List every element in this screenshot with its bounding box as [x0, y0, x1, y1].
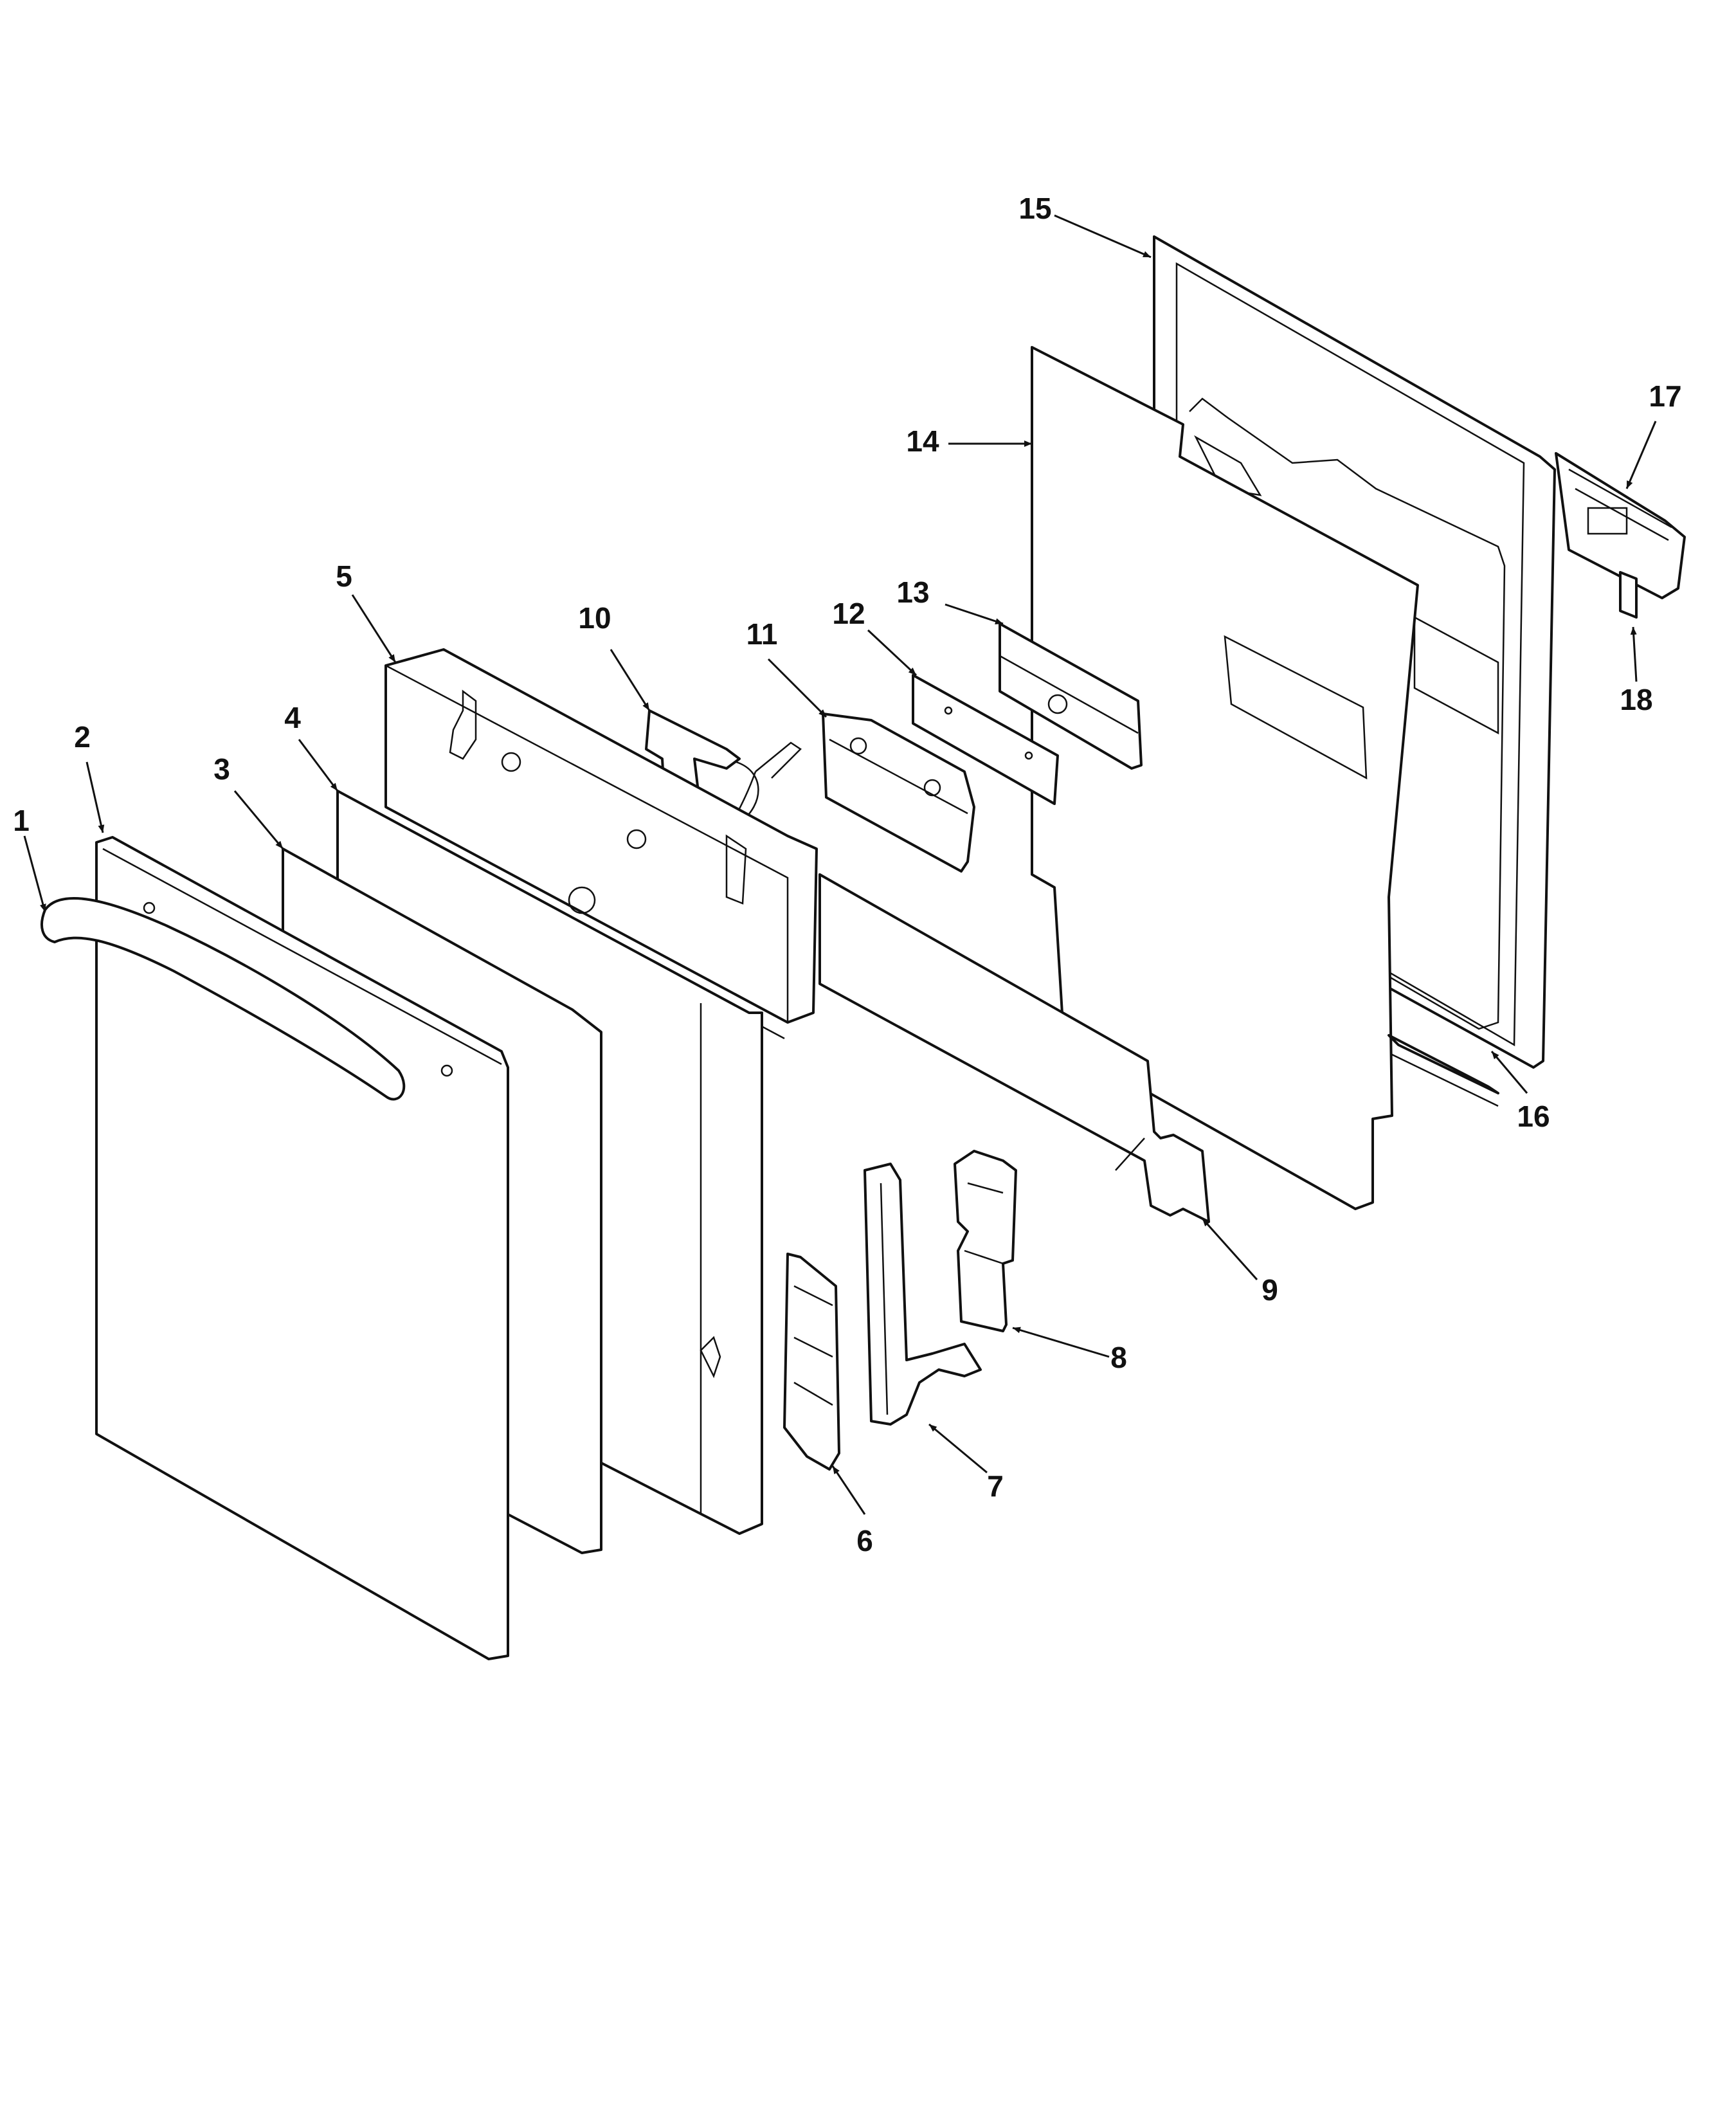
- callout-12: 12: [832, 597, 865, 630]
- callout-10: 10: [578, 601, 611, 635]
- leader-16: [1490, 1051, 1528, 1094]
- leader-10: [610, 649, 651, 711]
- part-16-door-strip: [1388, 1034, 1499, 1107]
- callout-8: 8: [1110, 1341, 1127, 1374]
- part-11-control-module: [822, 712, 975, 873]
- leader-13: [945, 603, 1004, 625]
- callout-3: 3: [213, 752, 230, 786]
- part-18-vent-bracket: [1619, 571, 1638, 619]
- callout-14: 14: [906, 424, 939, 458]
- part-1-handle: [41, 897, 406, 1101]
- leader-17: [1625, 421, 1657, 489]
- leader-6: [831, 1465, 866, 1515]
- part-6-gasket: [783, 1253, 840, 1471]
- part-7-hinge-arm: [863, 1163, 982, 1426]
- callout-16: 16: [1517, 1100, 1550, 1133]
- callout-5: 5: [336, 559, 352, 593]
- callout-18: 18: [1620, 683, 1652, 716]
- callout-9: 9: [1261, 1273, 1278, 1307]
- leader-1: [23, 835, 46, 912]
- leader-5: [351, 594, 397, 663]
- callout-11: 11: [746, 617, 778, 651]
- leader-9: [1201, 1217, 1258, 1281]
- callout-6: 6: [856, 1524, 873, 1557]
- leader-15: [1054, 214, 1152, 258]
- part-8-foam-block: [954, 1150, 1017, 1332]
- leader-2: [86, 761, 105, 833]
- callout-labels: 1 2 3 4 5 6 7 8 9 10 11 12 13 14 15 16 1…: [13, 192, 1681, 1557]
- leader-3: [233, 790, 284, 849]
- leader-4: [298, 739, 339, 792]
- callout-15: 15: [1018, 192, 1051, 225]
- leader-8: [1012, 1327, 1110, 1358]
- part-17-vent: [1555, 452, 1686, 599]
- callout-4: 4: [284, 701, 301, 734]
- part-13-bracket: [999, 622, 1143, 770]
- callout-13: 13: [896, 576, 929, 609]
- part-14-insulation: [1031, 346, 1419, 1210]
- part-12-control-board: [912, 674, 1059, 805]
- leader-12: [867, 629, 918, 676]
- callout-2: 2: [74, 720, 91, 754]
- callout-1: 1: [13, 804, 30, 837]
- leader-18: [1630, 626, 1638, 682]
- leader-lines: [23, 214, 1657, 1515]
- callout-17: 17: [1649, 379, 1681, 413]
- part-2-door-panel: [95, 836, 509, 1660]
- leader-11: [767, 658, 827, 718]
- leader-7: [928, 1423, 988, 1474]
- callout-7: 7: [987, 1469, 1004, 1503]
